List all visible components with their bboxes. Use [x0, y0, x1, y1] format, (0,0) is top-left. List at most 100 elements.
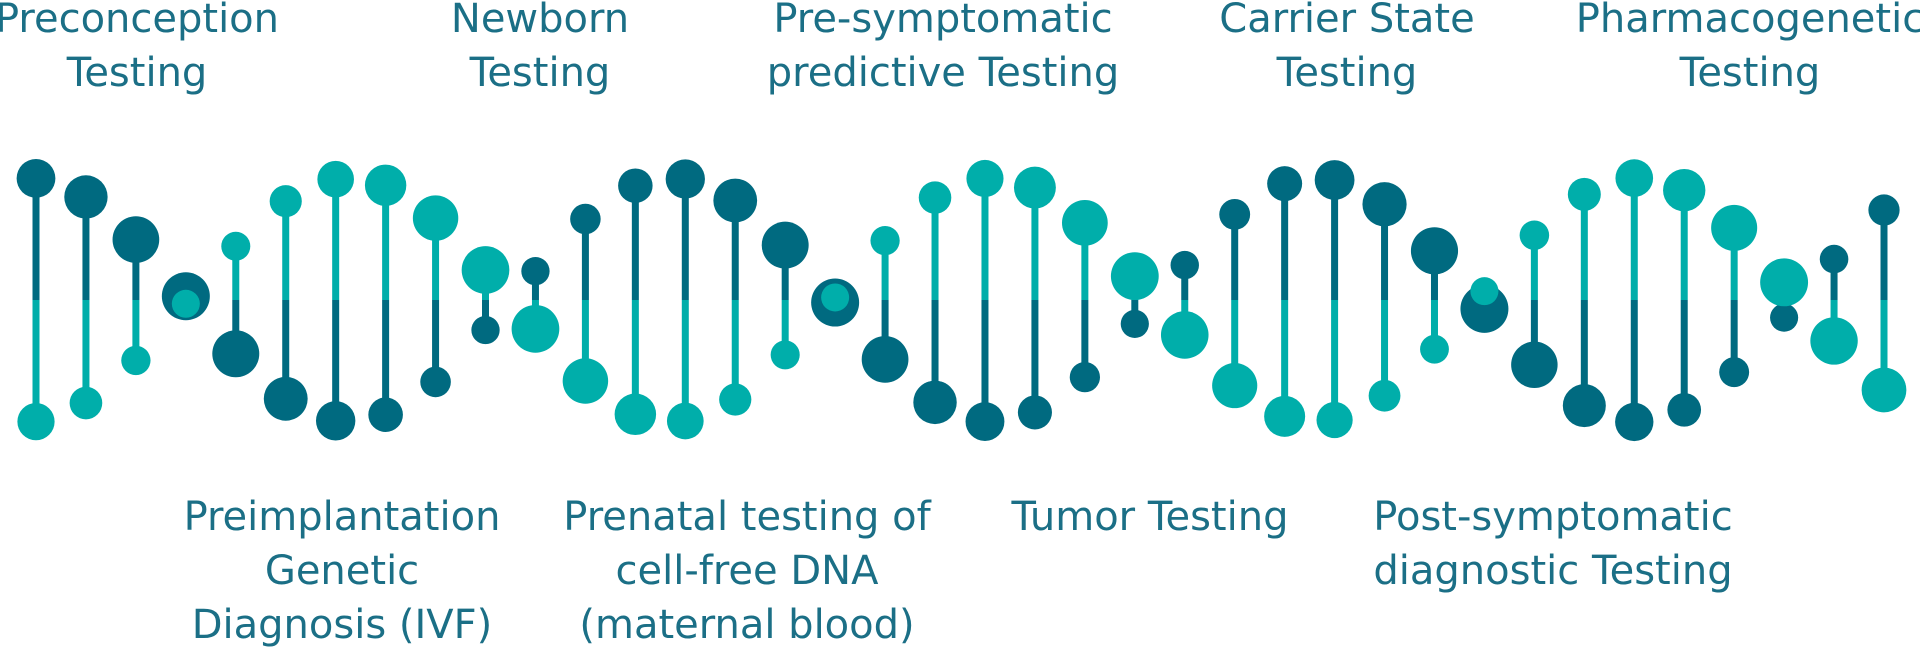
- label-line: Preconception: [0, 0, 280, 42]
- strand-b-node: [1316, 401, 1353, 439]
- strand-a-node: [112, 216, 160, 263]
- dna-base-pair: [461, 246, 510, 345]
- dna-base-pair: [1663, 169, 1706, 427]
- dna-base-pair: [1615, 159, 1654, 442]
- dna-base-pair: [1061, 200, 1108, 393]
- dna-base-pair: [761, 221, 809, 370]
- dna-base-pair: [1314, 160, 1355, 439]
- strand-a-node: [1667, 392, 1702, 427]
- strand-a-node: [570, 203, 601, 235]
- strand-b-node: [1061, 200, 1108, 246]
- dna-base-pair: [1861, 194, 1907, 413]
- label-line: predictive Testing: [766, 50, 1120, 96]
- dna-base-pair: [511, 257, 560, 353]
- strand-a-node: [1267, 166, 1303, 202]
- strand-b-node: [1013, 166, 1056, 209]
- label-tumor-testing: Tumor Testing: [1012, 490, 1289, 544]
- strand-a-node: [665, 159, 705, 199]
- strand-a-node: [471, 315, 500, 345]
- dna-base-pair: [1562, 177, 1606, 428]
- dna-base-pair: [965, 159, 1005, 441]
- strand-b-node: [221, 231, 251, 261]
- label-line: Diagnosis (IVF): [191, 602, 493, 648]
- dna-base-pair: [315, 160, 356, 441]
- strand-b-node: [770, 340, 800, 370]
- strand-b-node: [269, 185, 302, 218]
- strand-b-node: [1519, 220, 1550, 250]
- label-prenatal-testing: Prenatal testing of cell-free DNA (mater…: [563, 490, 930, 652]
- strand-b-node: [1663, 169, 1706, 212]
- dna-base-pair: [1110, 252, 1159, 338]
- strand-b-node: [821, 283, 850, 312]
- strand-a-node: [1819, 244, 1849, 274]
- dna-base-pair: [913, 181, 957, 425]
- dna-base-pair: [212, 231, 260, 378]
- dna-base-pair: [1362, 182, 1407, 412]
- strand-a-node: [315, 401, 356, 441]
- strand-a-node: [1017, 395, 1052, 430]
- strand-b-node: [719, 383, 752, 416]
- dna-base-pair: [263, 185, 308, 421]
- strand-a-node: [420, 366, 451, 398]
- dna-base-pair: [1013, 166, 1056, 430]
- strand-b-node: [1615, 159, 1654, 197]
- strand-b-node: [511, 304, 560, 353]
- dna-base-pair: [412, 195, 459, 398]
- label-line: diagnostic Testing: [1373, 548, 1733, 594]
- strand-a-node: [64, 175, 108, 219]
- label-post-symptomatic-testing: Post-symptomatic diagnostic Testing: [1373, 490, 1732, 598]
- dna-base-pair: [16, 158, 56, 441]
- strand-a-node: [212, 330, 260, 378]
- strand-b-node: [412, 195, 459, 241]
- strand-b-node: [1810, 317, 1858, 365]
- strand-b-node: [1212, 363, 1258, 409]
- label-line: Post-symptomatic: [1373, 494, 1733, 540]
- strand-a-node: [913, 380, 957, 425]
- strand-a-node: [1219, 198, 1251, 230]
- strand-a-node: [1719, 357, 1750, 388]
- label-line: Testing: [66, 50, 208, 96]
- dna-base-pair: [64, 175, 108, 420]
- strand-b-node: [1110, 252, 1159, 301]
- strand-b-node: [1420, 334, 1449, 364]
- dna-base-pair: [1460, 277, 1509, 333]
- strand-a-node: [618, 168, 653, 203]
- strand-a-node: [713, 178, 758, 223]
- strand-a-node: [965, 402, 1005, 441]
- strand-a-node: [1362, 182, 1407, 227]
- strand-b-node: [364, 164, 407, 206]
- label-line: Preimplantation: [183, 494, 501, 540]
- strand-a-node: [1170, 250, 1199, 280]
- strand-b-node: [1470, 277, 1499, 306]
- strand-b-node: [870, 226, 900, 256]
- dna-base-pair: [112, 216, 160, 376]
- strand-a-node: [1069, 361, 1100, 393]
- strand-a-node: [761, 221, 809, 269]
- dna-helix-illustration: [16, 158, 1907, 442]
- strand-a-node: [16, 158, 56, 198]
- dna-base-pair: [665, 159, 705, 440]
- strand-b-node: [1368, 379, 1401, 412]
- label-line: Genetic: [264, 548, 420, 594]
- label-line: Prenatal testing of: [563, 494, 931, 540]
- strand-a-node: [1511, 341, 1558, 389]
- dna-base-pair: [161, 272, 210, 321]
- strand-a-node: [1314, 160, 1355, 200]
- label-line: cell-free DNA: [615, 548, 879, 594]
- strand-a-node: [1410, 227, 1459, 275]
- label-line: Tumor Testing: [1011, 494, 1289, 540]
- dna-base-pair: [1264, 166, 1306, 437]
- strand-a-node: [521, 257, 550, 286]
- label-preconception-testing: Preconception Testing: [0, 0, 279, 100]
- dna-base-pair: [1760, 258, 1809, 332]
- strand-b-node: [17, 403, 55, 441]
- strand-b-node: [966, 159, 1004, 198]
- strand-b-node: [69, 386, 103, 420]
- dna-base-pair: [1511, 220, 1558, 389]
- strand-b-node: [317, 160, 354, 198]
- dna-base-pair: [1410, 227, 1459, 364]
- dna-base-pair: [1212, 198, 1258, 409]
- strand-b-node: [461, 246, 510, 294]
- label-presymptomatic-testing: Pre-symptomatic predictive Testing: [767, 0, 1119, 100]
- strand-b-node: [1711, 204, 1758, 251]
